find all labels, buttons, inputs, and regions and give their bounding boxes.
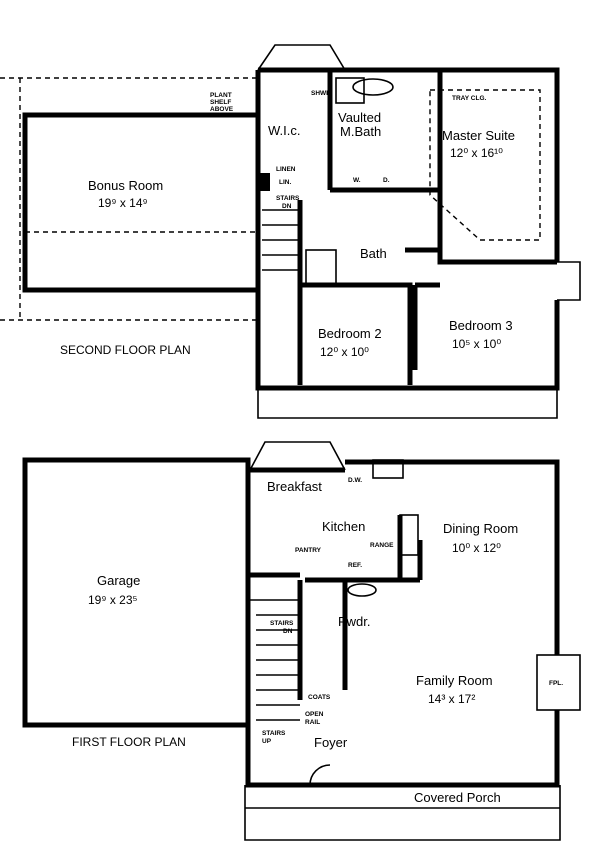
bedroom-2-label: Bedroom 2 [318, 326, 382, 341]
washer-note: W. [353, 177, 361, 184]
front-door [309, 764, 331, 786]
vaulted-label: Vaulted [338, 110, 381, 125]
bath-tub [305, 249, 337, 286]
plant-shelf-note: ABOVE [210, 106, 234, 113]
second-floor-plan: Bonus Room 19⁹ x 14⁹ Master Suite 12⁰ x … [0, 44, 581, 419]
first-floor-title: FIRST FLOOR PLAN [72, 735, 186, 749]
tray-ceiling [429, 89, 541, 241]
ref-note: REF. [348, 562, 362, 569]
family-room-dims: 14³ x 17² [428, 692, 475, 706]
stairs-up-label: STAIRS [262, 730, 286, 737]
range-note: RANGE [370, 542, 394, 549]
powder-sink [347, 583, 377, 597]
upper-exterior-walls [255, 67, 560, 391]
plant-shelf-note: PLANT [210, 92, 232, 99]
stair-treads [262, 209, 300, 271]
stairs-dn-note: DN [283, 628, 293, 635]
linen-note: LINEN [276, 166, 296, 173]
stairs-note: STAIRS [276, 195, 300, 202]
bonus-room-label: Bonus Room [88, 178, 163, 193]
breakfast-bay [249, 441, 346, 471]
breakfast-label: Breakfast [267, 479, 322, 494]
chimney-block [256, 173, 270, 191]
tray-ceiling-note: TRAY CLG. [452, 95, 487, 102]
fireplace [536, 654, 581, 711]
garage-dims: 19⁹ x 23⁵ [88, 593, 138, 607]
sink [372, 459, 404, 479]
walk-in-closet-label: W.I.c. [268, 123, 301, 138]
bedroom-3-dims: 10⁵ x 10⁰ [452, 337, 501, 351]
stairs-dn-label: STAIRS [270, 620, 294, 627]
open-rail-note: RAIL [305, 719, 320, 726]
first-floor-plan: Garage 19⁹ x 23⁵ Breakfast Kitchen Dinin… [22, 441, 581, 841]
lin-note: LIN. [279, 179, 291, 186]
tub [352, 78, 394, 96]
shower [335, 77, 365, 104]
fireplace-note: FPL. [549, 680, 563, 687]
master-suite-dims: 12⁰ x 16¹⁰ [450, 146, 503, 160]
roof-lines [0, 77, 258, 321]
stair-treads [250, 599, 300, 721]
bedroom-2-dims: 12⁰ x 10⁰ [320, 345, 369, 359]
plant-shelf-note: SHELF [210, 99, 231, 106]
garage-label: Garage [97, 573, 140, 588]
lower-outline [257, 388, 558, 419]
stairs-up-note: UP [262, 738, 272, 745]
first-exterior-walls [245, 459, 560, 788]
bath-label: Bath [360, 246, 387, 261]
foyer-label: Foyer [314, 735, 348, 750]
first-interior-walls [248, 515, 423, 700]
bedroom-3-label: Bedroom 3 [449, 318, 513, 333]
master-suite-label: Master Suite [442, 128, 515, 143]
open-rail-note: OPEN [305, 711, 324, 718]
covered-porch [244, 785, 561, 841]
dining-room-label: Dining Room [443, 521, 518, 536]
dryer-note: D. [383, 177, 390, 184]
kitchen-label: Kitchen [322, 519, 365, 534]
covered-porch-label: Covered Porch [414, 790, 501, 805]
family-room-label: Family Room [416, 673, 493, 688]
shower-note: SHWR. [311, 90, 333, 97]
second-floor-title: SECOND FLOOR PLAN [60, 343, 191, 357]
dishwasher-note: D.W. [348, 477, 362, 484]
coats-note: COATS [308, 694, 331, 701]
master-bath-label: M.Bath [340, 124, 381, 139]
interior-walls [297, 70, 557, 385]
powder-room-label: Pwdr. [338, 614, 371, 629]
stairs-dn-note: DN [282, 203, 292, 210]
bump-out [557, 261, 581, 301]
range-counter [399, 514, 419, 556]
bonus-room-dims: 19⁹ x 14⁹ [98, 196, 148, 210]
pantry-note: PANTRY [295, 547, 322, 554]
bay-roof [257, 44, 346, 71]
dining-room-dims: 10⁰ x 12⁰ [452, 541, 501, 555]
